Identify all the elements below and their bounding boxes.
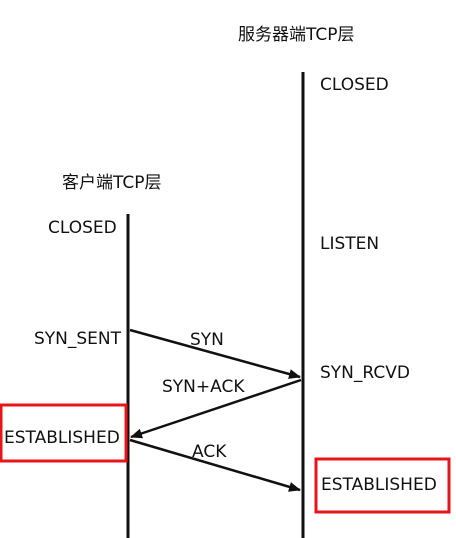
syn-ack-arrow bbox=[130, 378, 302, 439]
client-established-highlight bbox=[0, 403, 128, 463]
server-state-established: ESTABLISHED bbox=[321, 475, 437, 495]
client-title: 客户端TCP层 bbox=[62, 173, 162, 193]
server-state-closed: CLOSED bbox=[320, 75, 389, 95]
server-established-highlight bbox=[314, 457, 451, 514]
syn-label: SYN bbox=[190, 330, 224, 350]
syn-ack-label: SYN+ACK bbox=[162, 377, 245, 397]
server-state-syn-rcvd: SYN_RCVD bbox=[320, 363, 410, 383]
syn-arrow bbox=[129, 328, 301, 379]
client-state-closed: CLOSED bbox=[48, 218, 117, 238]
server-title: 服务器端TCP层 bbox=[238, 25, 355, 45]
client-state-established: ESTABLISHED bbox=[4, 428, 120, 448]
server-state-listen: LISTEN bbox=[320, 234, 379, 254]
ack-arrow bbox=[129, 438, 301, 492]
client-state-syn-sent: SYN_SENT bbox=[34, 329, 122, 349]
ack-label: ACK bbox=[192, 442, 227, 462]
